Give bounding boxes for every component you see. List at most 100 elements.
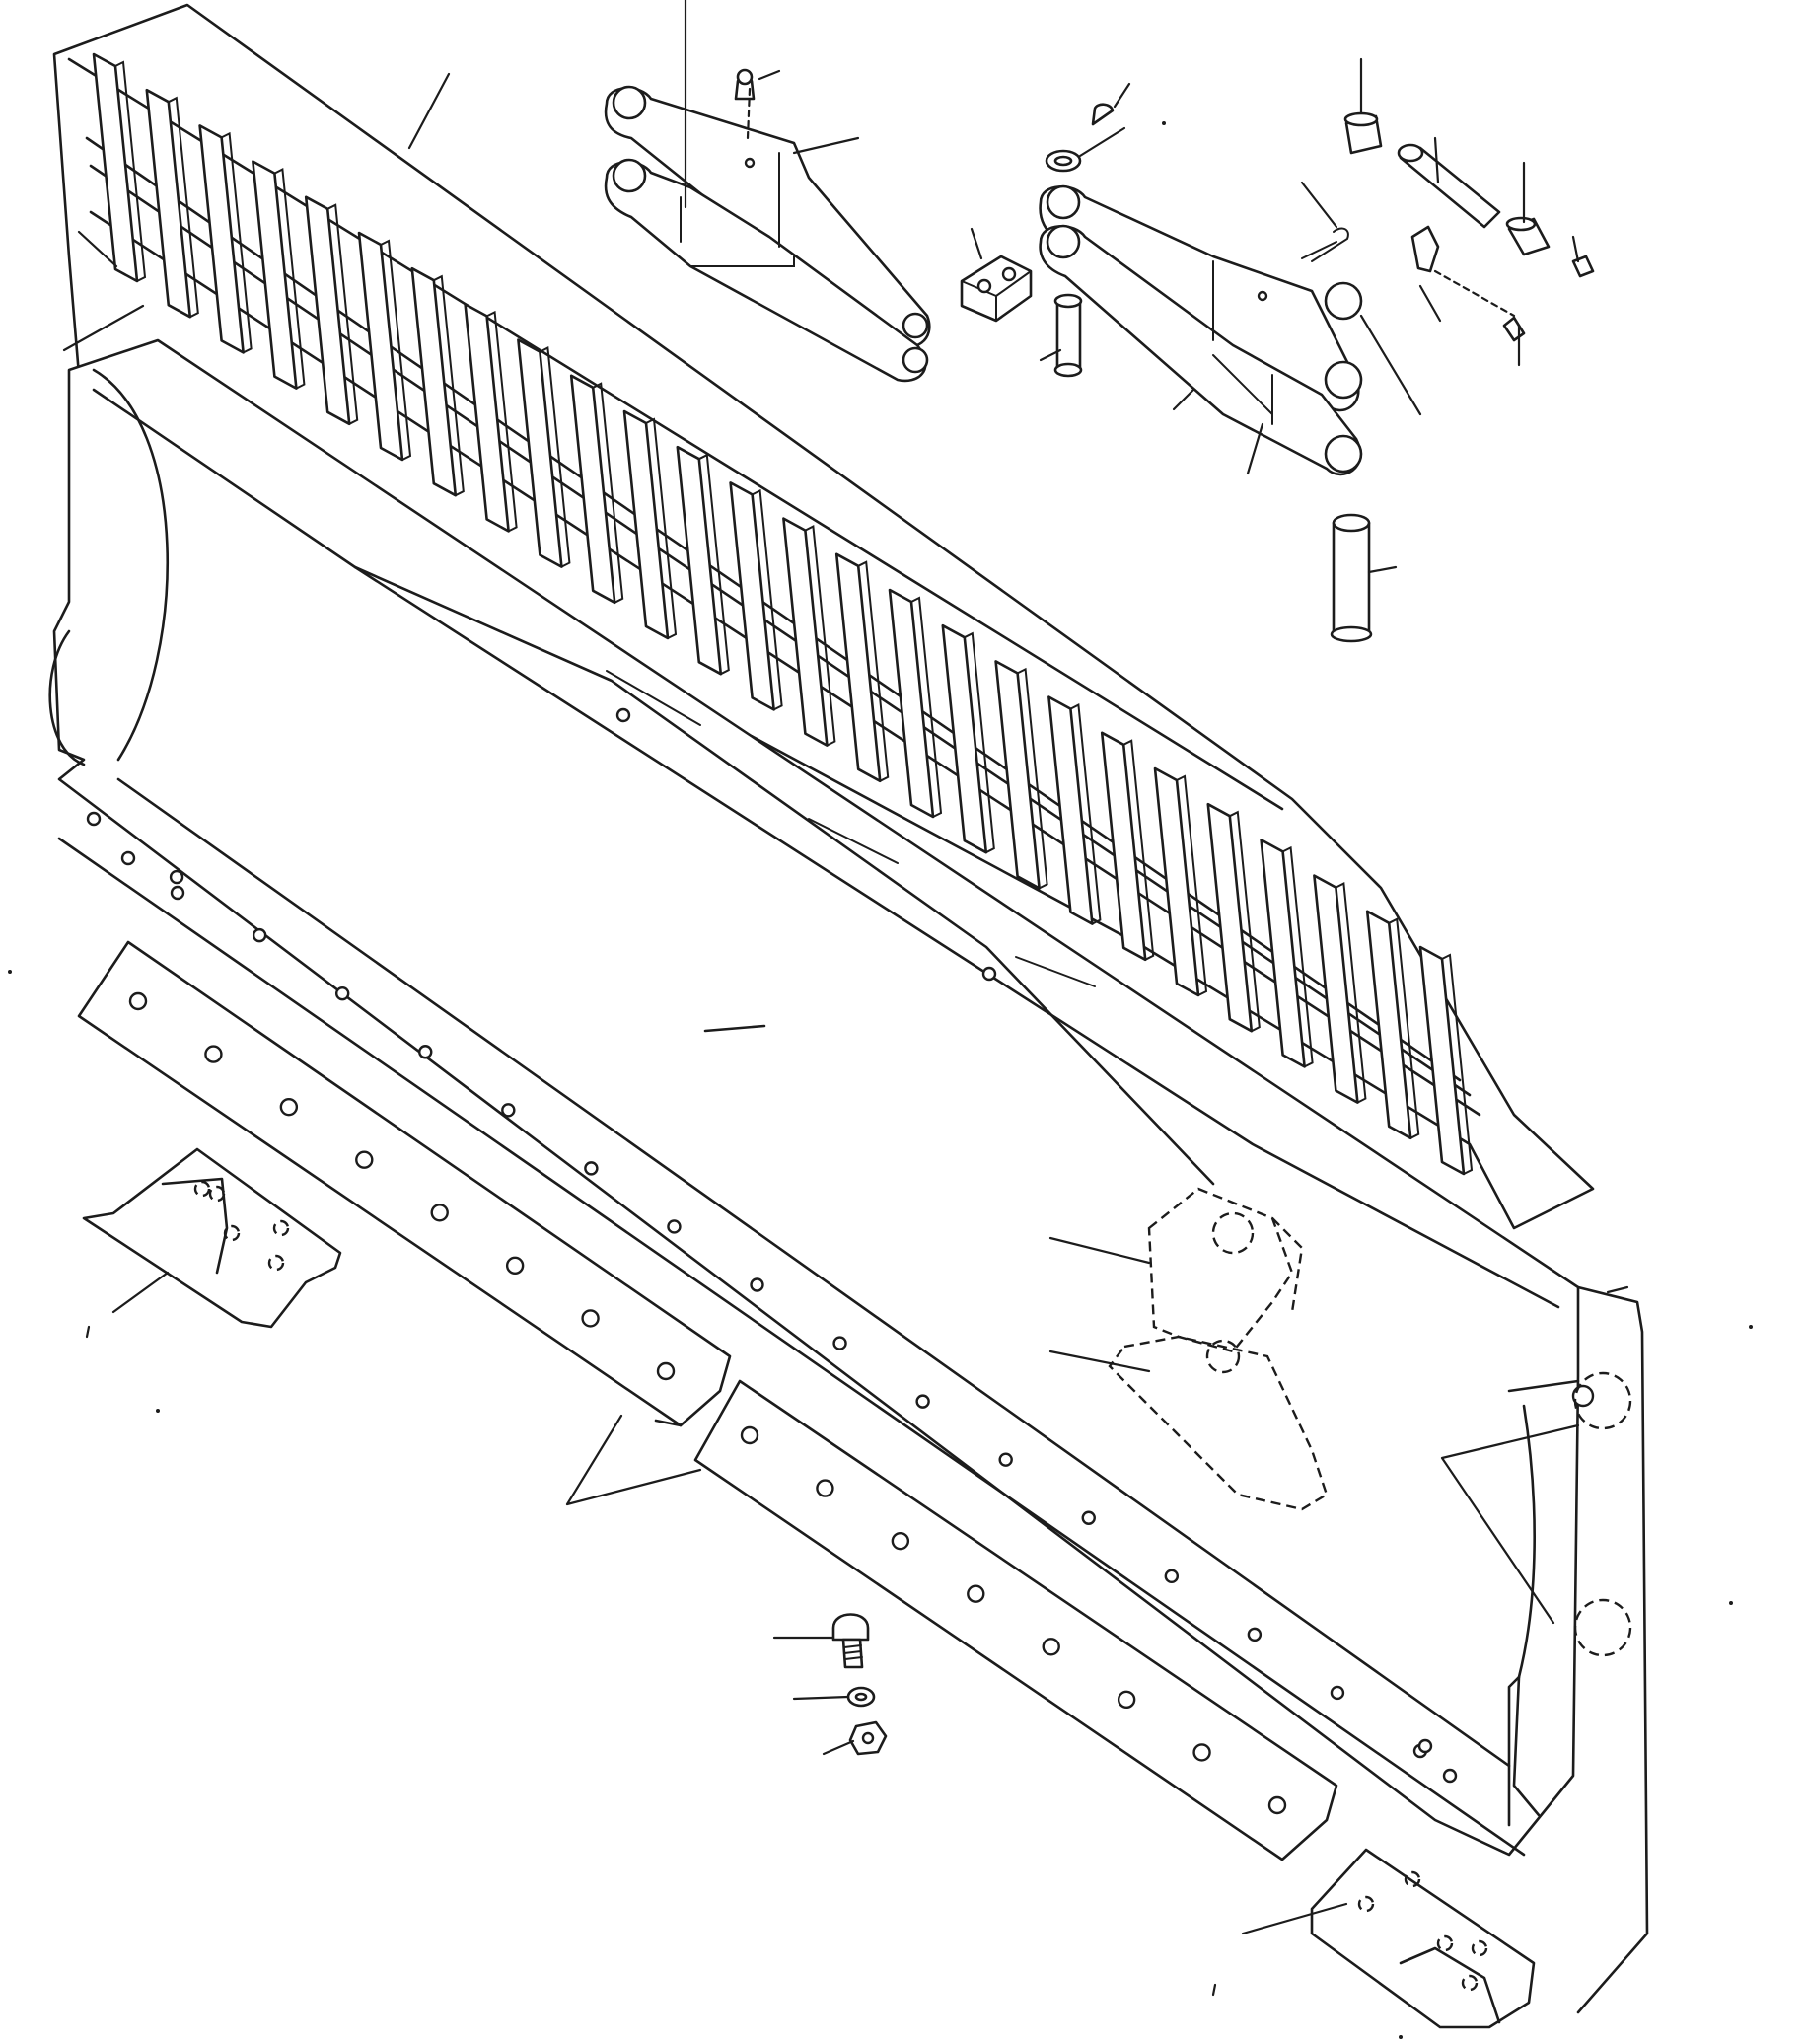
end-bit-hole — [1471, 1939, 1488, 1957]
grille-rib — [517, 338, 563, 568]
moldboard-bolt-hole — [667, 1219, 682, 1234]
grille-rib-side — [114, 60, 147, 282]
grille-rib-side — [1122, 739, 1155, 961]
link-arm-right-top-eye — [1046, 184, 1081, 220]
grille-rib — [622, 409, 670, 640]
short-pin-head — [1053, 293, 1083, 309]
grille-rib-side — [380, 239, 412, 461]
end-bit-hole — [193, 1180, 211, 1198]
leader-line — [1241, 1902, 1348, 1935]
cutting-edge-hole — [967, 1584, 985, 1603]
leader-line — [1418, 284, 1442, 323]
leader-line — [792, 1695, 850, 1701]
grille-rib — [1100, 731, 1147, 962]
moldboard-bolt-hole — [252, 927, 267, 943]
grille-rib — [1260, 839, 1306, 1068]
lock-washer-bore — [854, 1692, 868, 1702]
thrust-washer-bore — [1053, 155, 1073, 167]
leader-line — [1048, 1236, 1151, 1265]
cutting-edge-hole — [656, 1361, 676, 1381]
moldboard-bolt-hole — [120, 850, 136, 866]
grille-rib-side — [1441, 953, 1474, 1175]
leader-line — [1367, 565, 1398, 574]
bracket-upper-bore — [1211, 1211, 1255, 1255]
blade-moldboard — [48, 338, 1649, 2014]
end-bit-hole — [1436, 1934, 1454, 1952]
grille-rib — [1047, 695, 1094, 925]
end-bit-hole — [223, 1224, 241, 1242]
grille-outer-frame — [52, 3, 1595, 1230]
link-arm-right-bushing-eye — [1324, 281, 1363, 321]
moldboard-bolt-hole — [501, 1103, 516, 1118]
moldboard-bolt-hole — [750, 1278, 764, 1292]
cutting-edge-hole — [581, 1309, 600, 1328]
leader-line — [1433, 269, 1516, 318]
spacer-block-hole — [976, 278, 992, 294]
moldboard-bolt-hole — [584, 1161, 599, 1176]
speck — [1749, 1325, 1753, 1329]
clip-body — [1410, 225, 1440, 273]
main-pin — [1330, 513, 1373, 643]
moldboard-bolt-hole — [86, 811, 102, 827]
grille-rib-side — [645, 417, 678, 639]
moldboard-bolt-hole — [998, 1452, 1013, 1467]
grille-rib-side — [326, 203, 359, 425]
link-arm-left-bottom-eye — [612, 158, 647, 193]
leader-line — [1211, 1983, 1217, 1997]
moldboard-bolt-hole — [1330, 1685, 1345, 1701]
link-arm-left-top-eye — [612, 85, 647, 120]
short-pin-end — [1053, 362, 1083, 378]
bracket-clip — [1410, 225, 1526, 342]
moldboard-base-edge — [57, 837, 1526, 1857]
link-arm-right-hole — [1257, 290, 1268, 302]
clip-bolt — [1502, 316, 1526, 342]
link-arm-right-low-eye — [1324, 434, 1363, 474]
moldboard-right-end-curve — [1512, 1404, 1541, 1817]
link-arm-left-web — [680, 152, 795, 267]
speck — [1399, 2035, 1403, 2039]
cutting-edge-hole — [1267, 1795, 1287, 1815]
leader-line — [1440, 1424, 1580, 1625]
grille-rib-side — [220, 131, 253, 354]
speck — [1729, 1601, 1733, 1605]
link-arm-left-far-eye-2 — [902, 346, 929, 374]
grease-fitting-nipple — [736, 68, 754, 86]
moldboard-right-side-panel — [1576, 1285, 1649, 2014]
leader-line — [970, 227, 983, 260]
leader-line — [565, 1414, 702, 1506]
grille-rib-side — [592, 382, 624, 604]
moldboard-center-mark — [703, 1024, 766, 1033]
right-lower-boss-hidden — [1573, 1598, 1632, 1657]
grille-rib-side — [485, 310, 518, 533]
moldboard-top-crease — [92, 388, 1560, 1309]
left-upper-link-arm — [604, 85, 931, 383]
cutting-edge-hole — [430, 1204, 449, 1222]
grease-fitting-3 — [1571, 255, 1595, 278]
cutting-edge-left-bevel — [654, 1419, 683, 1427]
bushing-right-face — [1505, 216, 1537, 232]
leader-line — [111, 1271, 170, 1314]
bolt — [831, 1613, 870, 1669]
grille-rib-side — [857, 560, 890, 782]
end-bit-left — [82, 1147, 342, 1329]
grease-fitting-body-2 — [1091, 103, 1115, 126]
speck — [156, 1409, 160, 1413]
cutting-edge-hole — [505, 1256, 525, 1276]
leader-line — [1048, 1350, 1151, 1373]
grille-rib — [888, 588, 935, 819]
end-bit-hole — [267, 1254, 285, 1272]
cutting-edge-right-holes — [740, 1425, 1287, 1815]
end-bit-right — [1310, 1848, 1536, 2029]
grille-rib — [994, 660, 1041, 890]
grille-rib-side — [1281, 845, 1314, 1068]
leader-line — [85, 1325, 91, 1339]
cutting-edge-left-plate — [77, 940, 732, 1427]
leader-line — [1433, 136, 1440, 184]
main-pin-head — [1332, 513, 1371, 533]
end-bit-left-plate — [82, 1147, 342, 1329]
grille-rib-side — [804, 525, 836, 747]
cotter-pin — [1301, 227, 1349, 262]
grille-rib-side — [1176, 774, 1208, 996]
speck — [1162, 121, 1166, 125]
